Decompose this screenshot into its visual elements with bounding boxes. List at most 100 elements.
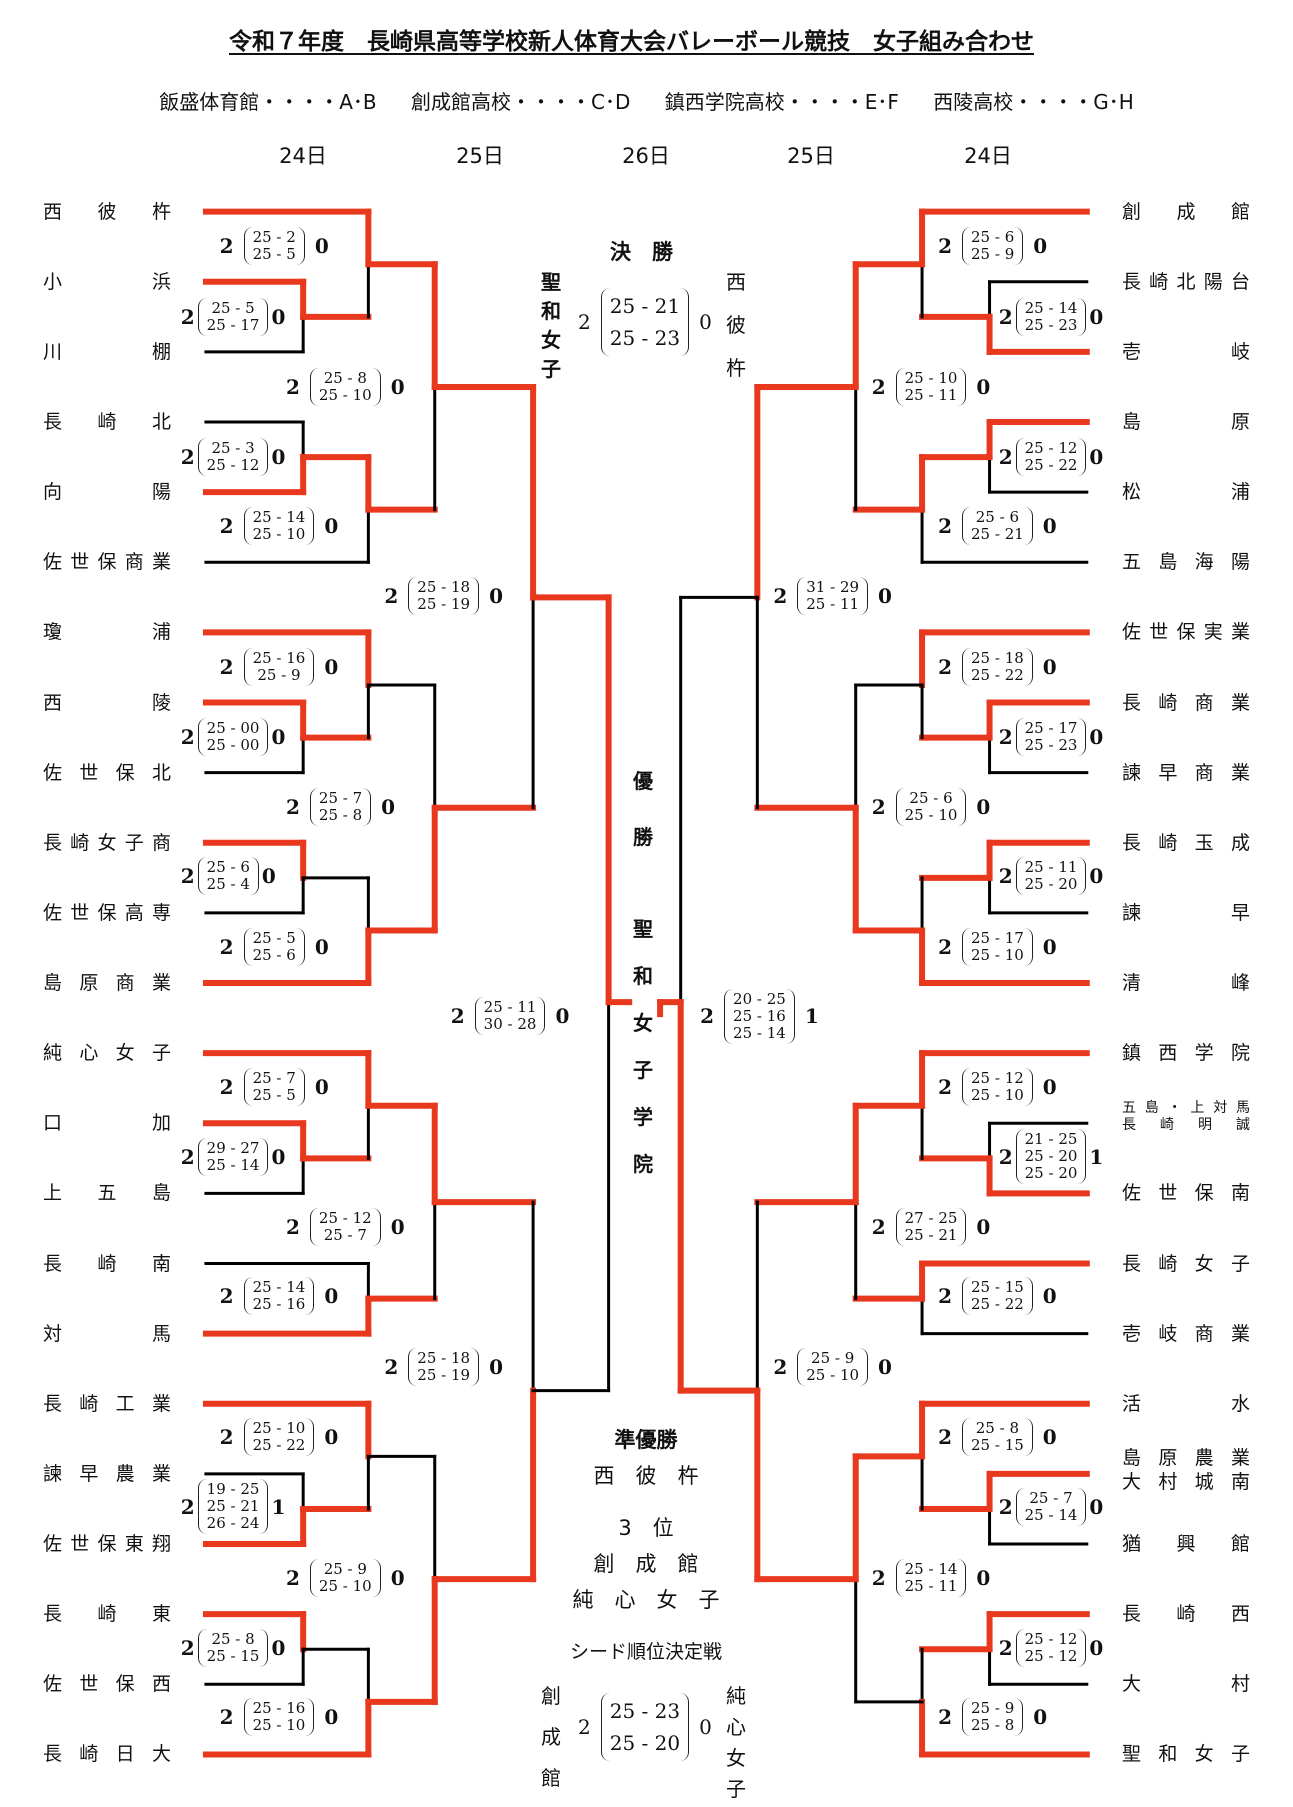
loser-sets: 0 bbox=[1089, 305, 1104, 330]
winner-sets: 2 bbox=[700, 1004, 715, 1029]
team-name: 純心女子 bbox=[43, 1042, 171, 1065]
venue-cd: 創成館高校・・・・C･D bbox=[410, 90, 631, 114]
winner-sets: 2 bbox=[286, 1214, 300, 1239]
team-name: 活水 bbox=[1122, 1392, 1250, 1415]
team-name: 長崎商業 bbox=[1122, 691, 1250, 714]
team-name: 聖和女子 bbox=[1122, 1743, 1250, 1766]
winner-sets: 2 bbox=[773, 1355, 788, 1380]
winner-sets: 2 bbox=[219, 1425, 234, 1449]
team-name: 長崎女子 bbox=[1122, 1252, 1250, 1275]
loser-sets: 0 bbox=[324, 1705, 339, 1730]
seed-match-label: シード順位決定戦 bbox=[569, 1641, 722, 1663]
loser-sets: 0 bbox=[1089, 444, 1104, 469]
loser-sets: 0 bbox=[1033, 234, 1048, 259]
team-name: 瓊浦 bbox=[43, 621, 171, 644]
winner-sets: 2 bbox=[219, 234, 234, 259]
team-name: 佐世保高専 bbox=[43, 901, 171, 924]
winner-sets: 2 bbox=[180, 1635, 195, 1660]
loser-sets: 0 bbox=[1033, 1705, 1048, 1730]
loser-sets: 0 bbox=[1042, 1284, 1057, 1309]
team-name: 佐世保南 bbox=[1122, 1182, 1250, 1205]
venue-ab: 飯盛体育館・・・・A･B bbox=[159, 90, 377, 114]
team-name: 諫早商業 bbox=[1122, 761, 1250, 784]
winner-sets: 2 bbox=[219, 514, 234, 539]
team-name: 五島海陽 bbox=[1122, 551, 1250, 574]
winner-sets: 2 bbox=[180, 305, 195, 330]
team-name: 長崎工業 bbox=[43, 1392, 171, 1415]
loser-sets: 0 bbox=[489, 1355, 503, 1380]
winner-sets: 2 bbox=[938, 655, 952, 680]
team-name: 長崎南 bbox=[43, 1252, 171, 1275]
team-name: 壱岐 bbox=[1122, 340, 1250, 363]
loser-sets: 0 bbox=[1042, 1425, 1057, 1449]
page-title: 令和７年度 長崎県高等学校新人体育大会バレーボール競技 女子組み合わせ bbox=[229, 29, 1034, 55]
team-name: 鎮西学院 bbox=[1122, 1042, 1250, 1065]
winner-sets: 2 bbox=[219, 935, 234, 960]
loser-sets: 1 bbox=[804, 1004, 819, 1029]
winner-sets: 2 bbox=[219, 1074, 234, 1099]
team-name: 島原農業大村城南 bbox=[1122, 1446, 1250, 1493]
winner-sets: 2 bbox=[998, 724, 1013, 749]
winner-sets: 2 bbox=[180, 1144, 195, 1169]
loser-sets: 1 bbox=[1089, 1144, 1104, 1169]
winner-sets: 2 bbox=[998, 1635, 1013, 1660]
loser-sets: 0 bbox=[271, 1635, 286, 1660]
seed-right-team: 純心女子 bbox=[726, 1684, 746, 1801]
loser-sets: 0 bbox=[489, 584, 503, 609]
third-label: 3 位 bbox=[618, 1516, 674, 1540]
third-team: 創 成 館 bbox=[593, 1552, 699, 1576]
loser-sets: 0 bbox=[324, 1284, 339, 1309]
team-name: 上五島 bbox=[43, 1182, 171, 1205]
winner-sets: 2 bbox=[286, 1565, 300, 1590]
final-left-team: 聖和女子 bbox=[541, 270, 561, 381]
loser-sets: 0 bbox=[324, 514, 339, 539]
loser-sets: 0 bbox=[1042, 1074, 1057, 1099]
winner-sets: 2 bbox=[578, 1715, 591, 1739]
winner-sets: 2 bbox=[938, 1425, 952, 1449]
team-name: 長崎東 bbox=[43, 1603, 171, 1626]
winner-sets: 2 bbox=[938, 935, 952, 960]
final-label: 決 勝 bbox=[610, 240, 673, 264]
team-name: 創成館 bbox=[1122, 200, 1250, 223]
day-label: 26日 bbox=[622, 144, 670, 168]
loser-sets: 0 bbox=[1089, 724, 1104, 749]
winner-sets: 2 bbox=[578, 310, 591, 334]
